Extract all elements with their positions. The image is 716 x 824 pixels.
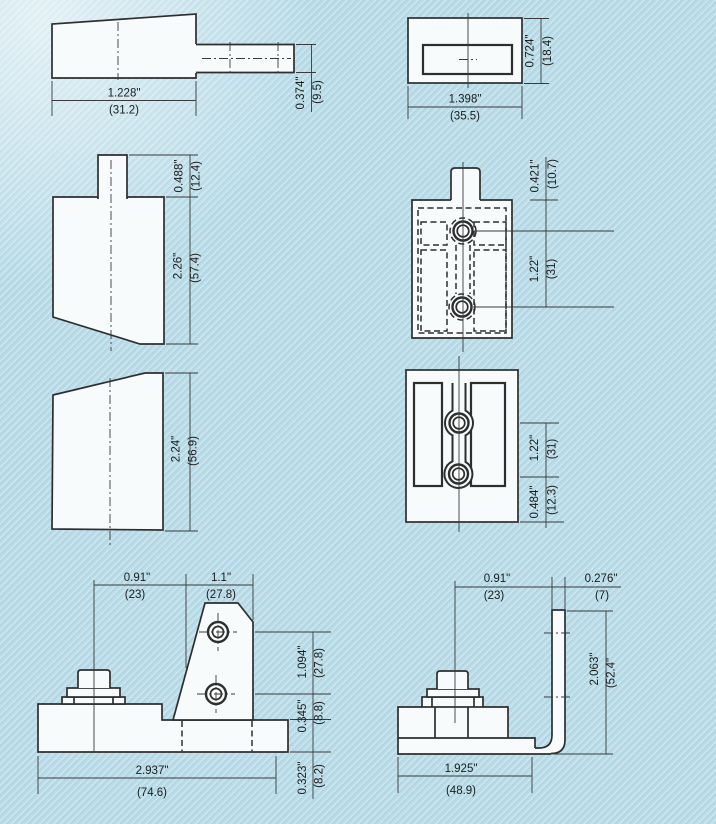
dim-label-c-in: 1.094": [297, 646, 309, 679]
dim-label-offset-mm: (10.7): [547, 159, 559, 189]
plate-outline: [398, 737, 536, 748]
slot-outline: [421, 43, 514, 76]
housing-outline: [407, 17, 523, 84]
dim-label-b-mm: (7): [595, 590, 609, 602]
dim-label-c-mm: (52.4": [606, 658, 618, 688]
hole-2-inner: [455, 300, 469, 314]
dim-label-length-mm: (31.2): [109, 105, 139, 117]
l-bracket-outline: [535, 609, 566, 755]
dim-label-length-in: 1.228": [108, 88, 141, 100]
boss-flange-1: [66, 687, 121, 698]
wedge-body-fill: [52, 14, 196, 78]
dim-label-c-in: 2.063": [589, 653, 601, 686]
dim-label-width-in: 1.398": [449, 94, 482, 106]
dim-label-b-in: 1.1": [211, 572, 231, 584]
body-outline: [51, 372, 164, 531]
slot-left-outline: [412, 381, 444, 488]
dim-label-e-in: 2.937": [136, 765, 169, 777]
dim-label-c-mm: (27.8): [314, 648, 326, 678]
dim-label-f-mm: (8.2): [314, 764, 326, 788]
dim-label-pitch-mm: (31): [546, 259, 558, 280]
slot-right-outline: [469, 381, 507, 488]
dim-label-h-mm: (57.4): [190, 253, 202, 283]
dim-label-h-mm: (56.9): [188, 436, 200, 466]
pin-fill: [98, 155, 127, 199]
body-outline: [52, 196, 165, 345]
pin-fill: [451, 168, 480, 202]
view-body-front: 0.488" (12.4) 2.26" (57.4): [52, 154, 203, 351]
pin-outline: [196, 43, 295, 74]
wedge-body-outline: [51, 13, 197, 79]
dim-label-a-mm: (23): [484, 590, 505, 602]
block-outline-left: [397, 706, 551, 755]
dim-label-height-mm: (18.4): [542, 36, 554, 66]
view-body-bottom: 1.22" (31) 0.484" (12.3): [405, 356, 564, 532]
view-body-plan: 0.421" (10.7) 1.22" (31): [411, 157, 614, 352]
dim-label-d-in: 1.925": [445, 763, 478, 775]
dim-label-a-mm: (23): [125, 589, 146, 601]
view-bracket-side: 0.91" (23) 0.276" (7) 2.063" (52.4" 1.92…: [397, 573, 621, 797]
dim-label-offset-in: 0.421": [530, 160, 542, 193]
dim-label-dia-mm: (9.5): [312, 80, 324, 104]
dim-label-b-in: 0.276": [585, 573, 618, 585]
base-plate-outline: [37, 703, 289, 753]
dim-label-dia-in: 0.374": [295, 77, 307, 110]
dim-label-d-in: 0.345": [297, 700, 309, 733]
dim-label-e-mm: (74.6): [137, 787, 167, 799]
plate-fill: [398, 738, 535, 754]
hidden-pocket-tl: [420, 221, 448, 246]
dim-label-pin-mm: (12.4): [191, 161, 203, 191]
dim-label-edge-mm: (12.3): [547, 485, 559, 515]
hidden-inset-outline: [417, 207, 507, 334]
boss-flange-2: [61, 696, 126, 705]
dim-label-f-in: 0.323": [297, 762, 309, 795]
dim-label-height-in: 0.724": [525, 35, 537, 68]
dim-label-h-in: 2.24": [171, 436, 183, 462]
boss-top-outline: [436, 670, 469, 689]
dim-label-pin-in: 0.488": [174, 160, 186, 193]
view-pin-side: 1.228" (31.2) 0.374" (9.5): [51, 13, 324, 117]
hidden-pocket-tr: [473, 221, 507, 246]
dim-label-pitch-in: 1.22": [529, 435, 541, 461]
pin-outline: [450, 167, 481, 200]
pin-outline: [97, 154, 128, 199]
l-bracket-fill: [535, 610, 565, 754]
view-bracket-front: 0.91" (23) 1.1" (27.8) 1.094" (27.8) 0.3…: [37, 572, 331, 799]
dim-label-d-mm: (48.9): [446, 785, 476, 797]
view-pin-top: 1.398" (35.5) 0.724" (18.4): [407, 13, 554, 123]
dim-label-edge-in: 0.484": [529, 486, 541, 519]
dim-label-d-mm: (8.8): [314, 701, 326, 725]
body-fill: [53, 197, 164, 344]
dim-label-a-in: 0.91": [484, 573, 510, 585]
hidden-pocket-right: [473, 249, 507, 332]
boss-top-fill: [437, 671, 468, 689]
hidden-pocket-left: [420, 249, 448, 332]
hole-2-inner: [451, 467, 466, 481]
body-outline: [411, 199, 513, 339]
dim-label-b-mm: (27.8): [206, 589, 236, 601]
dim-label-pitch-mm: (31): [547, 439, 559, 460]
boss-flange-1: [426, 688, 480, 698]
dim-label-h-in: 2.26": [173, 253, 185, 279]
dim-label-a-in: 0.91": [124, 572, 150, 584]
dim-label-pitch-in: 1.22": [529, 256, 541, 282]
block-fill: [398, 707, 508, 738]
dim-label-width-mm: (35.5): [450, 111, 480, 123]
view-body-side: 2.24" (56.9): [51, 372, 200, 545]
block-outline-right: [483, 706, 509, 738]
